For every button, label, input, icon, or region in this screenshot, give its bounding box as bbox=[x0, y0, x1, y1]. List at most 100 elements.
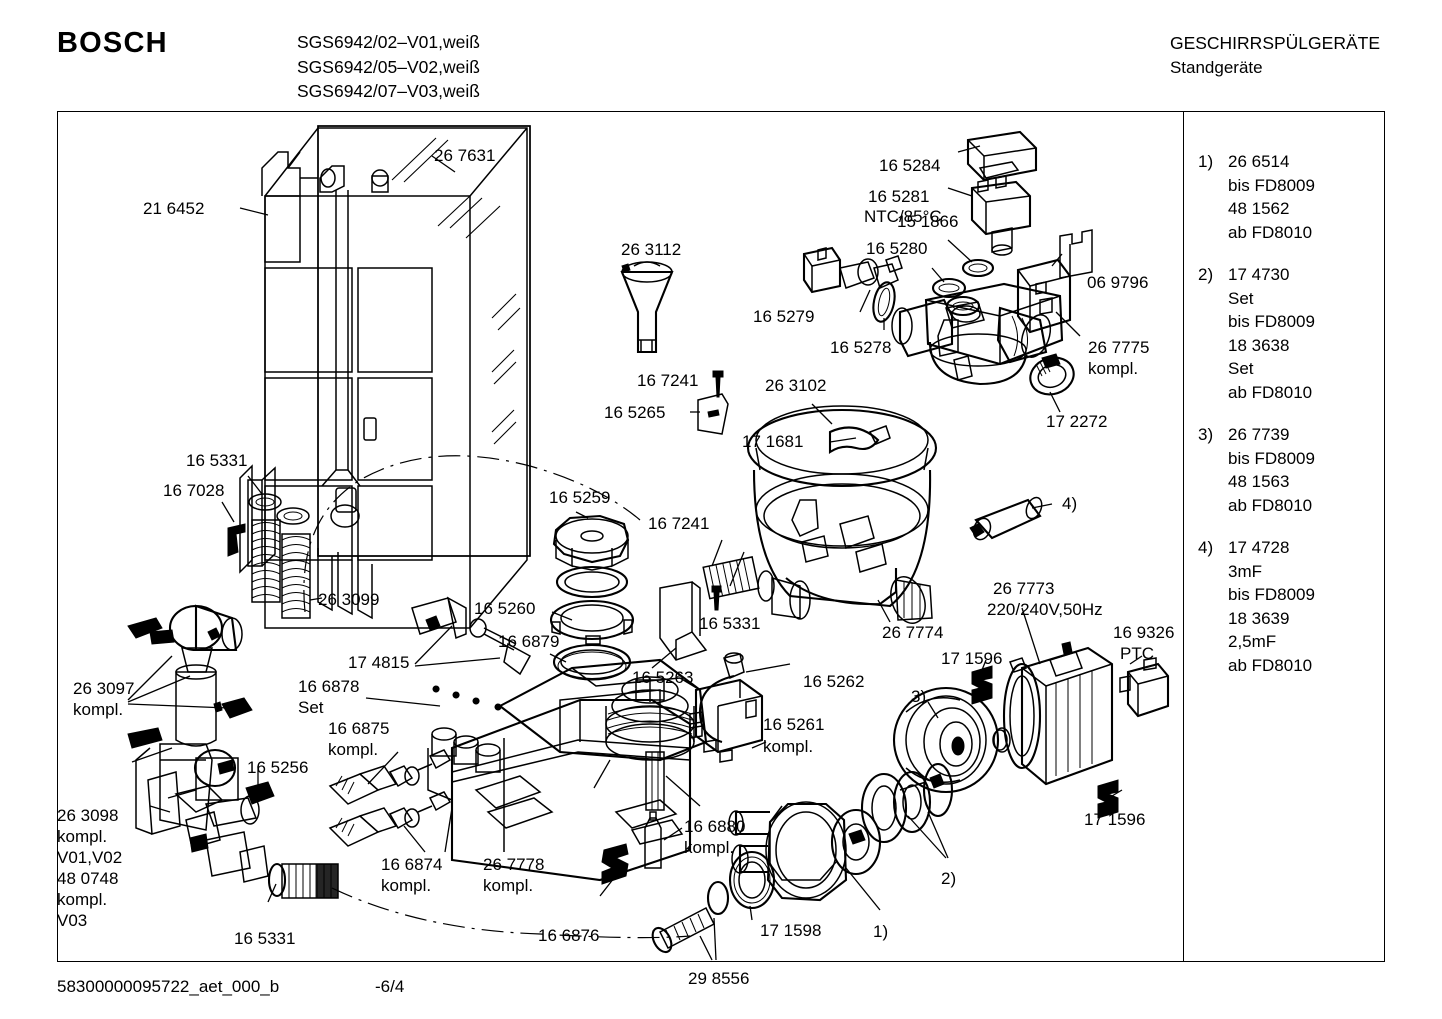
callout-166875-kompl: kompl. bbox=[328, 740, 379, 759]
callout-166880: 16 6880 bbox=[684, 817, 746, 836]
callout-171681: 17 1681 bbox=[742, 432, 804, 451]
callout-note2-ref: 2) bbox=[941, 869, 957, 888]
note-4: 4) 17 4728 3mF bis FD8009 18 3639 2,5mF … bbox=[1198, 536, 1373, 677]
callout-166879: 16 6879 bbox=[498, 632, 560, 651]
notes-divider bbox=[1183, 111, 1184, 962]
model-list: SGS6942/02–V01,weiß SGS6942/05–V02,weiß … bbox=[297, 30, 480, 104]
callout-263112: 26 3112 bbox=[621, 240, 682, 259]
note-1-line-3: 48 1562 bbox=[1228, 199, 1290, 218]
model-line-3: SGS6942/07–V03,weiß bbox=[297, 81, 480, 101]
callout-166874: 16 6874 bbox=[381, 855, 443, 874]
note-4-line-3: bis FD8009 bbox=[1228, 585, 1315, 604]
callout-174815: 17 4815 bbox=[348, 653, 410, 672]
note-2-number: 2) bbox=[1198, 265, 1214, 284]
callout-298556: 29 8556 bbox=[688, 969, 750, 988]
page-number: -6/4 bbox=[375, 977, 405, 996]
callout-263098: 26 3098 bbox=[57, 806, 119, 825]
callout-267778: 26 7778 bbox=[483, 855, 545, 874]
callout-167028: 16 7028 bbox=[163, 481, 225, 500]
callout-166876: 16 6876 bbox=[538, 926, 600, 945]
note-3-line-3: 48 1563 bbox=[1228, 472, 1290, 491]
callout-165281-ntc: NTC/85°C bbox=[864, 207, 942, 226]
callout-166880-kompl: kompl. bbox=[684, 838, 735, 857]
note-2-line-3: bis FD8009 bbox=[1228, 312, 1315, 331]
callout-165259: 16 5259 bbox=[549, 488, 611, 507]
callout-165261-kompl: kompl. bbox=[763, 737, 814, 756]
document-id: 58300000095722_aet_000_b bbox=[57, 977, 280, 996]
category-title: GESCHIRRSPÜLGERÄTE bbox=[1169, 33, 1380, 53]
note-4-line-6: ab FD8010 bbox=[1228, 655, 1313, 675]
model-line-2: SGS6942/05–V02,weiß bbox=[297, 56, 480, 77]
callout-480748: 48 0748 bbox=[57, 869, 119, 888]
callout-267775-kompl: kompl. bbox=[1088, 359, 1139, 378]
category-block: GESCHIRRSPÜLGERÄTE Standgeräte bbox=[1170, 31, 1380, 80]
callout-166878-set: Set bbox=[298, 698, 324, 717]
note-3: 3) 26 7739 bis FD8009 48 1563 ab FD8010 bbox=[1198, 423, 1373, 517]
callout-169326-ptc: PTC bbox=[1120, 644, 1154, 663]
note-4-line-1: 17 4728 bbox=[1228, 538, 1290, 557]
callout-165262: 16 5262 bbox=[803, 672, 865, 691]
callout-267774: 26 7774 bbox=[882, 623, 944, 642]
note-1-line-4: ab FD8010 bbox=[1228, 222, 1313, 242]
callout-note4-ref: 4) bbox=[1062, 494, 1078, 513]
callout-167241-a: 16 7241 bbox=[637, 371, 699, 390]
note-2-line-5: Set bbox=[1228, 359, 1254, 378]
callout-note3-ref: 3) bbox=[911, 687, 927, 706]
callout-171596-b: 17 1596 bbox=[1084, 810, 1146, 829]
callout-263098-kompl: kompl. bbox=[57, 827, 108, 846]
callout-165263: 16 5263 bbox=[632, 668, 694, 687]
callout-166875: 16 6875 bbox=[328, 719, 390, 738]
note-1-line-1: 26 6514 bbox=[1228, 152, 1290, 171]
note-3-line-4: ab FD8010 bbox=[1228, 495, 1313, 515]
callout-166874-kompl: kompl. bbox=[381, 876, 432, 895]
callout-151866: 15 1866 bbox=[897, 212, 959, 231]
note-2-line-4: 18 3638 bbox=[1228, 335, 1290, 355]
note-4-line-4: 18 3639 bbox=[1228, 608, 1290, 628]
callout-165261: 16 5261 bbox=[763, 715, 825, 734]
callout-263098-v03: V03 bbox=[57, 911, 88, 930]
notes-column: 1) 26 6514 bis FD8009 48 1562 ab FD8010 … bbox=[1198, 150, 1373, 696]
callout-172272: 17 2272 bbox=[1046, 412, 1108, 431]
callout-480748-kompl: kompl. bbox=[57, 890, 108, 909]
callout-165281: 16 5281 bbox=[868, 187, 930, 206]
note-2: 2) 17 4730 Set bis FD8009 18 3638 Set ab… bbox=[1198, 263, 1373, 404]
note-1: 1) 26 6514 bis FD8009 48 1562 ab FD8010 bbox=[1198, 150, 1373, 244]
callout-263097: 26 3097 bbox=[73, 679, 135, 698]
note-4-number: 4) bbox=[1198, 538, 1214, 557]
note-1-number: 1) bbox=[1198, 152, 1214, 171]
callout-165331-c: 16 5331 bbox=[234, 929, 296, 948]
callout-165331-b: 16 5331 bbox=[699, 614, 761, 633]
note-3-line-1: 26 7739 bbox=[1228, 425, 1290, 444]
callout-165256: 16 5256 bbox=[247, 758, 309, 777]
callout-165265: 16 5265 bbox=[604, 403, 666, 422]
callout-263098-v01v02: V01,V02 bbox=[57, 848, 123, 867]
callout-171598: 17 1598 bbox=[760, 921, 822, 940]
model-line-1: SGS6942/02–V01,weiß bbox=[297, 32, 480, 52]
note-3-line-2: bis FD8009 bbox=[1228, 448, 1315, 468]
callout-267778-kompl: kompl. bbox=[483, 876, 534, 895]
callout-267773-volt: 220/240V,50Hz bbox=[987, 600, 1103, 619]
callout-263099: 26 3099 bbox=[318, 590, 380, 609]
callout-169326: 16 9326 bbox=[1113, 623, 1175, 642]
callout-167241-b: 16 7241 bbox=[648, 514, 710, 533]
note-2-line-6: ab FD8010 bbox=[1228, 382, 1313, 402]
callout-165331-a: 16 5331 bbox=[186, 451, 248, 470]
note-2-line-2: Set bbox=[1228, 288, 1254, 308]
note-4-line-2: 3mF bbox=[1228, 561, 1262, 581]
bosch-logo: BOSCH bbox=[57, 27, 168, 59]
callout-165278: 16 5278 bbox=[830, 338, 892, 357]
callout-165280: 16 5280 bbox=[866, 239, 928, 258]
callout-216452: 21 6452 bbox=[143, 199, 205, 218]
note-3-number: 3) bbox=[1198, 425, 1214, 444]
callout-267775: 26 7775 bbox=[1088, 338, 1150, 357]
diagram-frame bbox=[57, 111, 1385, 962]
note-2-line-1: 17 4730 bbox=[1228, 265, 1290, 284]
note-1-line-2: bis FD8009 bbox=[1228, 175, 1315, 195]
callout-267773: 26 7773 bbox=[993, 579, 1055, 598]
callout-267631: 26 7631 bbox=[434, 146, 496, 165]
callout-165279: 16 5279 bbox=[753, 307, 815, 326]
callout-263097-kompl: kompl. bbox=[73, 700, 124, 719]
callout-263102: 26 3102 bbox=[765, 376, 827, 395]
note-4-line-5: 2,5mF bbox=[1228, 632, 1277, 651]
